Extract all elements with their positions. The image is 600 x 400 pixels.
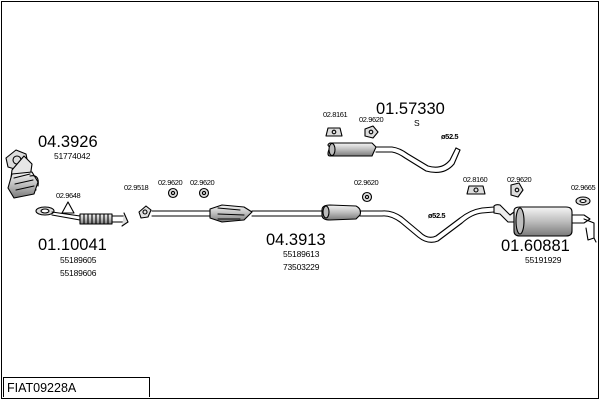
middle-pipe-ref-2: 73503229 xyxy=(283,262,320,272)
upper-mount-a-part xyxy=(325,127,343,137)
middle-pipe-ref-1: 55189613 xyxy=(283,249,320,259)
upper-silencer-number: 01.57330 xyxy=(376,100,445,118)
rear-clamp-label: 02.9665 xyxy=(571,183,596,192)
diameter-lower-label: ø52.5 xyxy=(428,211,446,220)
diagram-code-box: FIAT09228A xyxy=(3,377,150,397)
middle-pipe-number: 04.3913 xyxy=(266,231,326,249)
upper-silencer-note: S xyxy=(414,118,420,128)
rear-silencer-ref: 55191929 xyxy=(525,255,562,265)
gasket-front-label: 02.9648 xyxy=(56,191,81,200)
flex-pipe-ref-1: 55189605 xyxy=(60,255,97,265)
mount-a-label: 02.9620 xyxy=(158,178,183,187)
front-pipe-ref: 51774042 xyxy=(54,151,91,161)
upper-mount-b-part xyxy=(364,125,379,139)
flex-pipe-number: 01.10041 xyxy=(38,236,107,254)
flex-pipe-part xyxy=(35,206,129,227)
mount-b-label: 02.9620 xyxy=(190,178,215,187)
upper-silencer-part xyxy=(327,142,461,173)
rear-mount-b-part xyxy=(510,182,524,198)
clamp-front-part xyxy=(138,205,152,219)
middle-pipe-part xyxy=(151,204,495,243)
upper-mount-b-label: 02.9620 xyxy=(359,115,384,124)
front-pipe-number: 04.3926 xyxy=(38,133,98,151)
upper-mount-a-label: 02.8161 xyxy=(323,110,348,119)
rear-clamp-part xyxy=(575,196,591,206)
front-pipe-part xyxy=(5,149,39,199)
diagram-code: FIAT09228A xyxy=(7,381,77,395)
flex-pipe-ref-2: 55189606 xyxy=(60,268,97,278)
diameter-upper-label: ø52.5 xyxy=(441,132,459,141)
rear-silencer-part xyxy=(493,204,597,243)
mount-mid-label: 02.9620 xyxy=(354,178,379,187)
mount-a-part xyxy=(167,187,179,199)
mount-b-part xyxy=(198,187,210,199)
rear-silencer-number: 01.60881 xyxy=(501,237,570,255)
clamp-front-label: 02.9518 xyxy=(124,183,149,192)
rear-mount-a-label: 02.8160 xyxy=(463,175,488,184)
mount-mid-part xyxy=(361,191,373,203)
gasket-front-part xyxy=(61,201,75,214)
rear-mount-a-part xyxy=(466,185,486,195)
rear-mount-b-label: 02.9620 xyxy=(507,175,532,184)
